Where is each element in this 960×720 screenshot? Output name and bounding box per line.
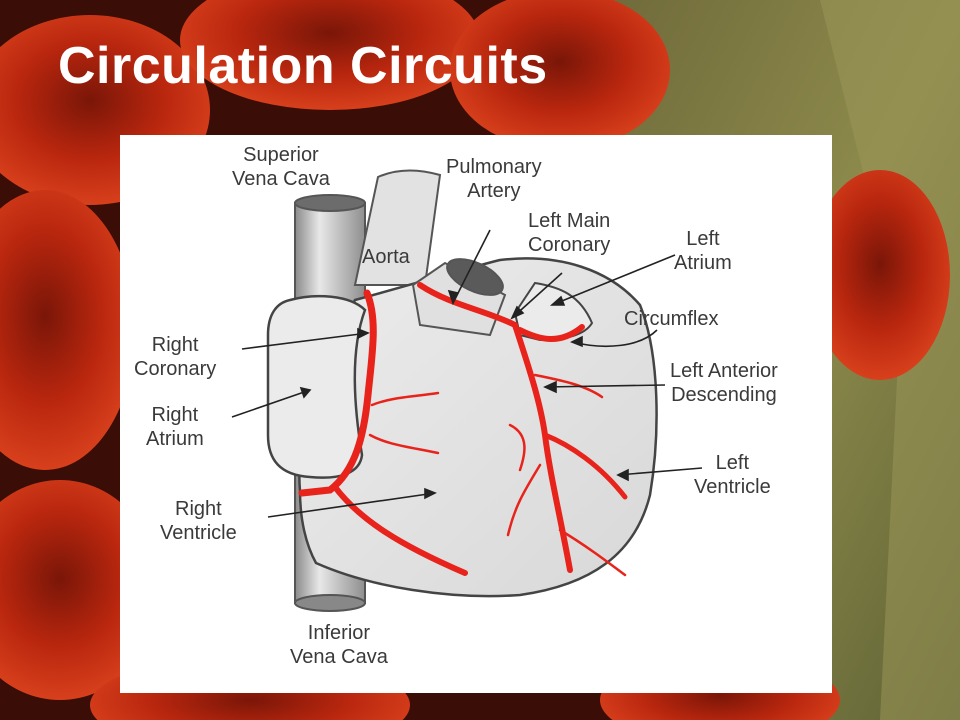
pulmonary-artery-shape bbox=[411, 258, 507, 337]
circumflex-artery bbox=[517, 324, 585, 342]
slide-title: Circulation Circuits bbox=[58, 37, 548, 95]
label-inferior-vena-cava: Inferior Vena Cava bbox=[290, 622, 388, 668]
label-right-coronary: Right Coronary bbox=[134, 334, 217, 380]
label-aorta: Aorta bbox=[362, 246, 410, 268]
heart-body bbox=[298, 257, 658, 598]
label-circumflex: Circumflex bbox=[624, 308, 719, 330]
heart-diagram: Superior Vena Cava Pulmonary Artery Left… bbox=[120, 135, 832, 693]
right-coronary-artery bbox=[298, 289, 377, 497]
label-pulmonary-artery: Pulmonary Artery bbox=[446, 156, 542, 202]
label-right-atrium: Right Atrium bbox=[146, 404, 204, 450]
pointer-arrows bbox=[231, 229, 703, 518]
heart-illustration bbox=[231, 169, 703, 612]
aorta-shape bbox=[353, 169, 442, 286]
coronary-arteries bbox=[298, 282, 628, 577]
label-right-ventricle: Right Ventricle bbox=[160, 498, 237, 544]
label-left-main-coronary: Left Main Coronary bbox=[528, 210, 611, 256]
right-marginal-branch bbox=[332, 484, 468, 576]
label-left-atrium: Left Atrium bbox=[674, 228, 732, 274]
right-atrium-shape bbox=[266, 294, 367, 479]
label-superior-vena-cava: Superior Vena Cava bbox=[232, 144, 330, 190]
label-left-anterior-descending: Left Anterior Descending bbox=[670, 360, 778, 406]
left-main-coronary-artery bbox=[417, 282, 518, 328]
label-left-ventricle: Left Ventricle bbox=[694, 452, 771, 498]
